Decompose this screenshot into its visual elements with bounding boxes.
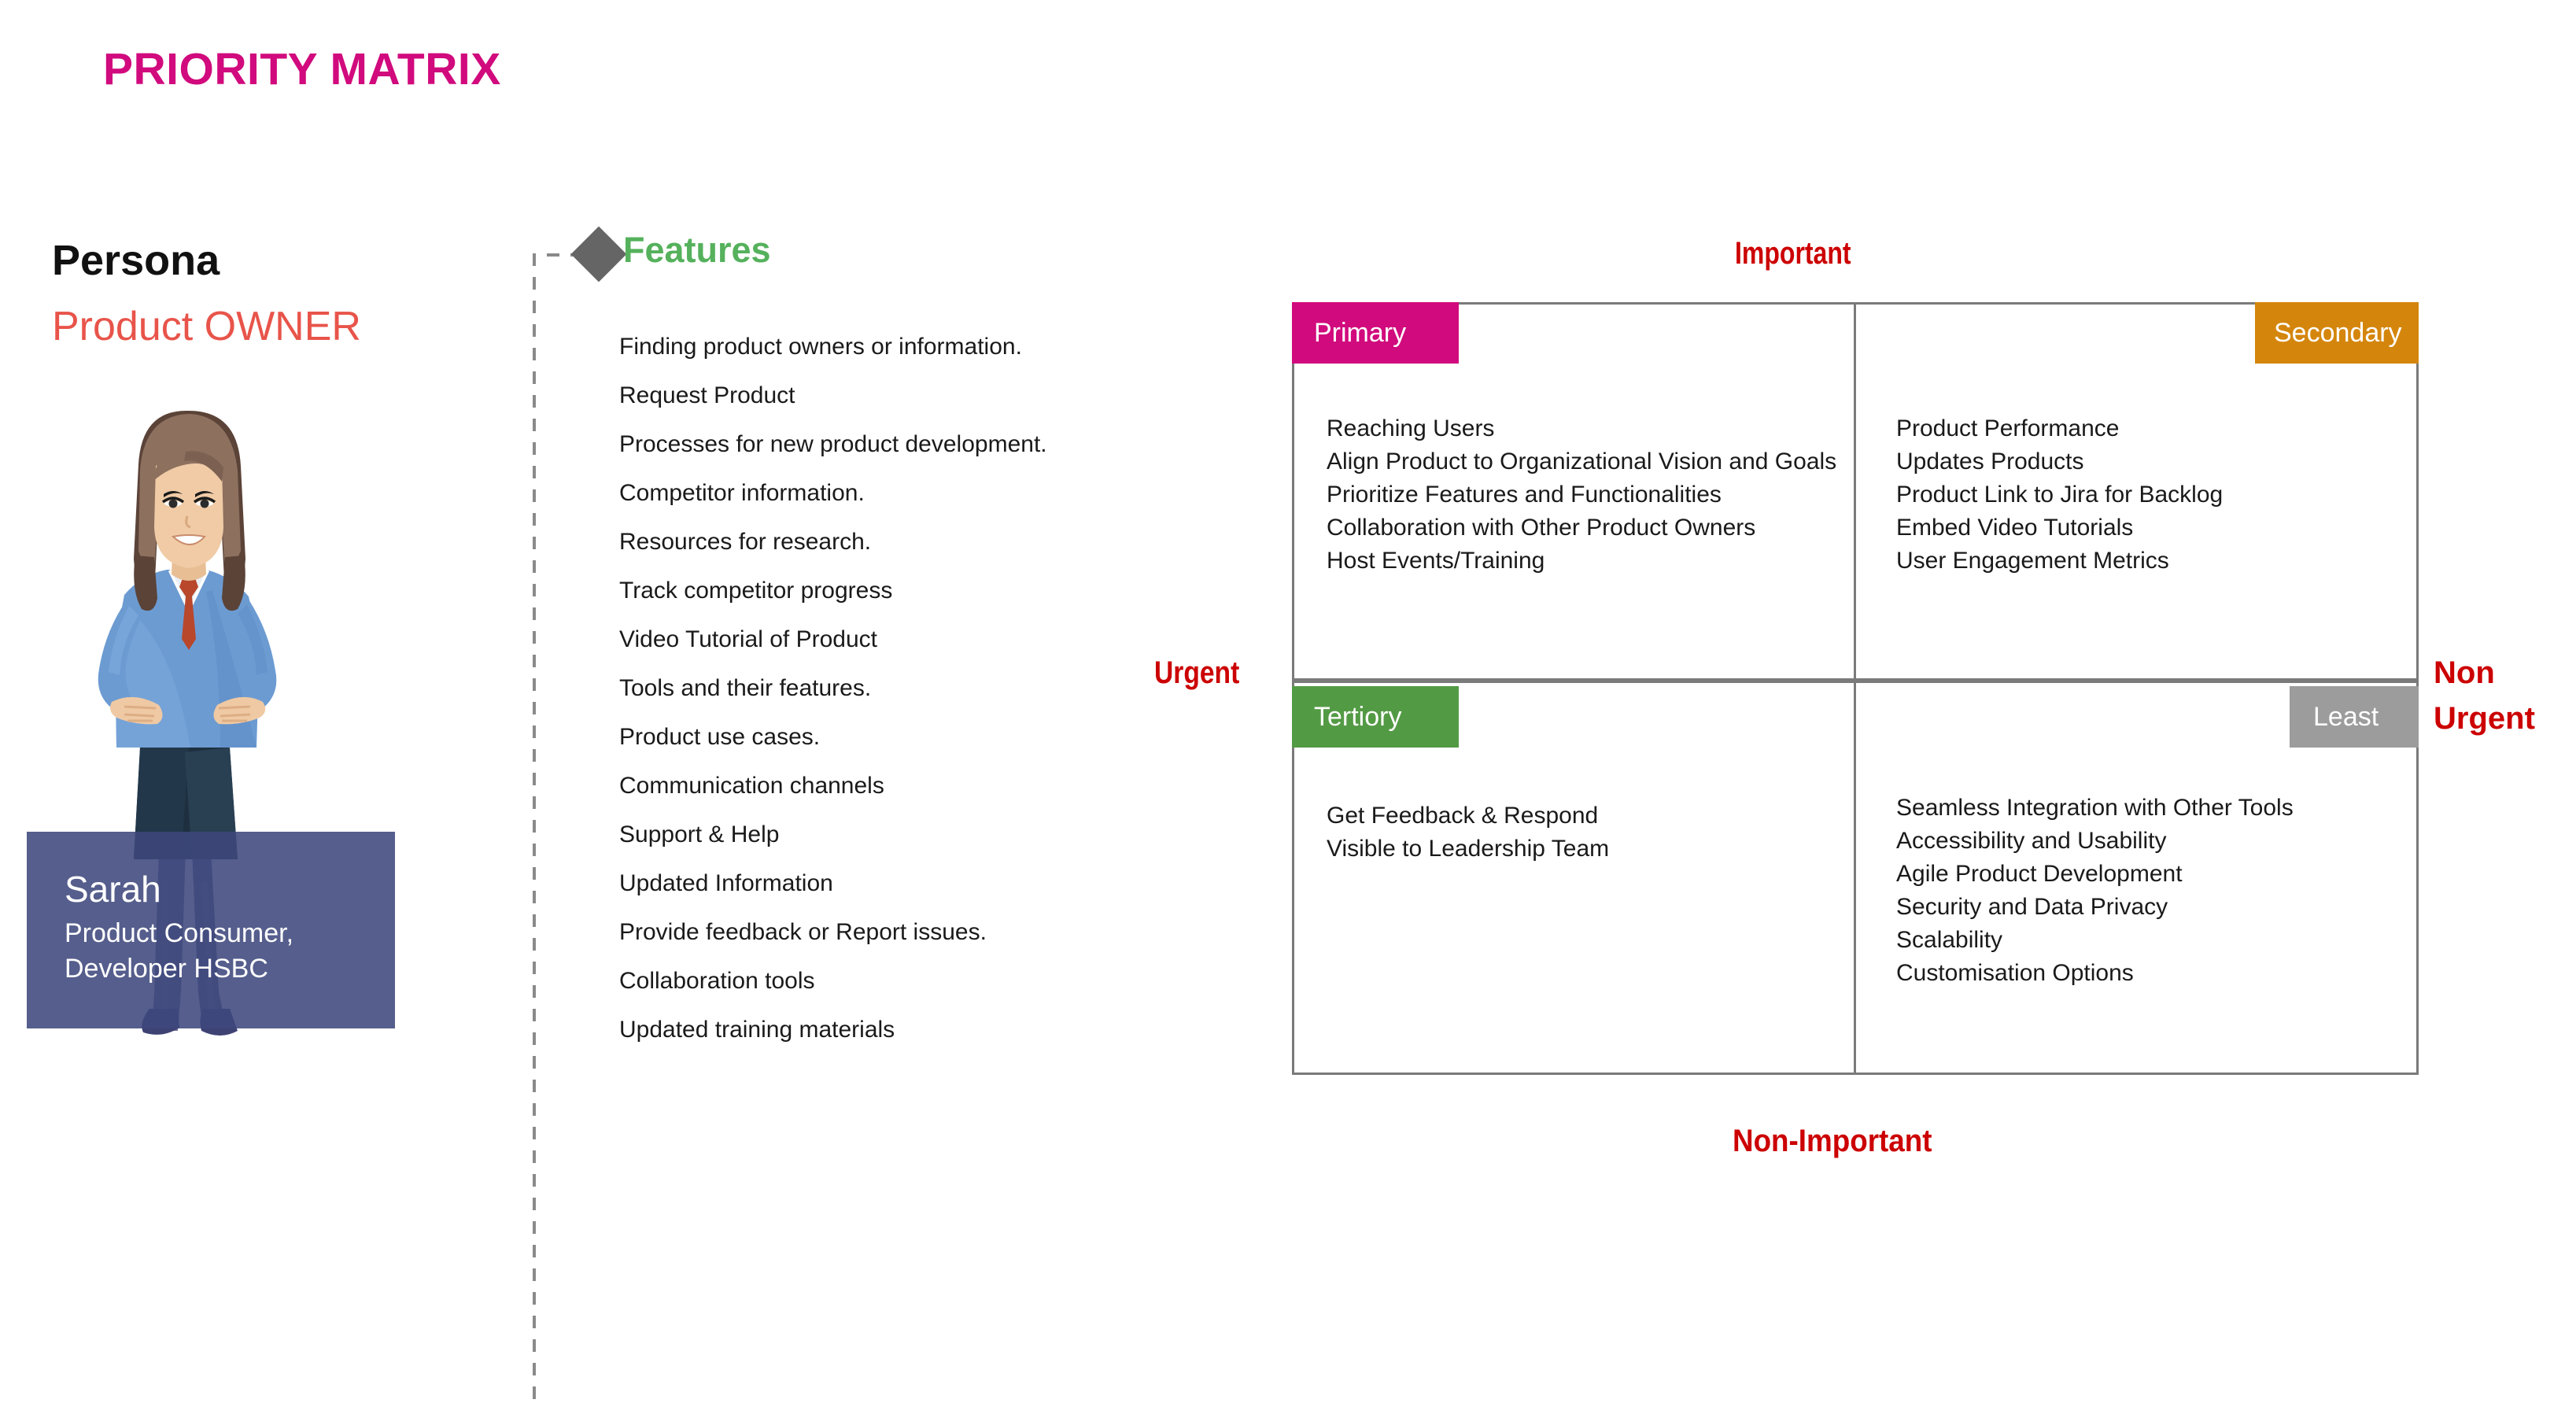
quadrant-tag-least[interactable]: Least bbox=[2290, 686, 2419, 748]
quadrant-item: Product Link to Jira for Backlog bbox=[1896, 482, 2224, 508]
quadrant-tag-secondary-label: Secondary bbox=[2274, 317, 2402, 348]
axis-label-non-important: Non-Important bbox=[1733, 1124, 1932, 1158]
axis-label-important: Important bbox=[1735, 236, 1851, 271]
quadrant-item: Host Events/Training bbox=[1327, 548, 1545, 574]
feature-item: Video Tutorial of Product bbox=[619, 626, 877, 652]
feature-item: Updated training materials bbox=[619, 1017, 895, 1043]
axis-label-urgent: Urgent bbox=[1154, 655, 1240, 690]
quadrant-item: Reaching Users bbox=[1327, 415, 1495, 441]
persona-name: Sarah bbox=[65, 869, 161, 910]
quadrant-tag-least-label: Least bbox=[2313, 701, 2379, 732]
quadrant-item: Embed Video Tutorials bbox=[1896, 515, 2134, 541]
feature-item: Provide feedback or Report issues. bbox=[619, 919, 987, 945]
quadrant-item: Product Performance bbox=[1896, 415, 2120, 441]
matrix-vertical-divider bbox=[1854, 302, 1856, 1075]
quadrant-item: Accessibility and Usability bbox=[1896, 828, 2167, 854]
axis-label-non-urgent: Non Urgent bbox=[2434, 650, 2535, 741]
quadrant-list-tertiory: Get Feedback & Respond Visible to Leader… bbox=[1327, 799, 1609, 866]
quadrant-item: Get Feedback & Respond bbox=[1327, 803, 1599, 829]
quadrant-tag-primary-label: Primary bbox=[1314, 317, 1407, 348]
persona-name-card: Sarah Product Consumer, Developer HSBC bbox=[27, 832, 395, 1028]
quadrant-item: Customisation Options bbox=[1896, 960, 2134, 986]
axis-label-non-urgent-line2: Urgent bbox=[2434, 701, 2535, 736]
features-title: Features bbox=[623, 230, 771, 270]
quadrant-item: Align Product to Organizational Vision a… bbox=[1327, 449, 1837, 474]
feature-item: Finding product owners or information. bbox=[619, 334, 1022, 360]
feature-item: Request Product bbox=[619, 382, 795, 408]
axis-label-non-urgent-line1: Non bbox=[2434, 655, 2495, 690]
feature-item: Competitor information. bbox=[619, 480, 865, 506]
quadrant-item: Seamless Integration with Other Tools bbox=[1896, 795, 2294, 821]
quadrant-item: User Engagement Metrics bbox=[1896, 548, 2169, 574]
dashed-connector-line bbox=[519, 236, 629, 1399]
persona-role-label: Product OWNER bbox=[52, 304, 361, 349]
quadrant-tag-secondary[interactable]: Secondary bbox=[2255, 302, 2419, 364]
feature-item: Support & Help bbox=[619, 821, 780, 847]
persona-heading: Persona bbox=[52, 237, 220, 284]
persona-illustration bbox=[24, 409, 354, 1047]
quadrant-item: Updates Products bbox=[1896, 449, 2084, 474]
page-title: PRIORITY MATRIX bbox=[103, 44, 501, 94]
quadrant-item: Scalability bbox=[1896, 927, 2003, 953]
quadrant-item: Agile Product Development bbox=[1896, 861, 2183, 887]
quadrant-item: Visible to Leadership Team bbox=[1327, 836, 1610, 862]
feature-item: Tools and their features. bbox=[619, 675, 872, 701]
quadrant-list-primary: Reaching Users Align Product to Organiza… bbox=[1327, 412, 1836, 578]
matrix-horizontal-divider bbox=[1292, 678, 2419, 683]
feature-item: Track competitor progress bbox=[619, 578, 893, 604]
feature-item: Collaboration tools bbox=[619, 968, 815, 994]
feature-item: Processes for new product development. bbox=[619, 431, 1047, 457]
feature-item: Updated Information bbox=[619, 870, 833, 896]
quadrant-tag-tertiory-label: Tertiory bbox=[1314, 701, 1402, 732]
quadrant-list-secondary: Product Performance Updates Products Pro… bbox=[1896, 412, 2223, 578]
feature-item: Product use cases. bbox=[619, 724, 821, 750]
quadrant-list-least: Seamless Integration with Other Tools Ac… bbox=[1896, 792, 2294, 990]
feature-item: Communication channels bbox=[619, 773, 884, 799]
quadrant-tag-tertiory[interactable]: Tertiory bbox=[1292, 686, 1459, 748]
quadrant-item: Security and Data Privacy bbox=[1896, 894, 2168, 920]
persona-role-line1: Product Consumer, bbox=[65, 918, 294, 948]
persona-role-line2: Developer HSBC bbox=[65, 954, 268, 984]
quadrant-item: Collaboration with Other Product Owners bbox=[1327, 515, 1756, 541]
quadrant-item: Prioritize Features and Functionalities bbox=[1327, 482, 1722, 508]
quadrant-tag-primary[interactable]: Primary bbox=[1292, 302, 1459, 364]
features-list: Finding product owners or information. R… bbox=[619, 323, 1154, 1054]
feature-item: Resources for research. bbox=[619, 529, 872, 555]
